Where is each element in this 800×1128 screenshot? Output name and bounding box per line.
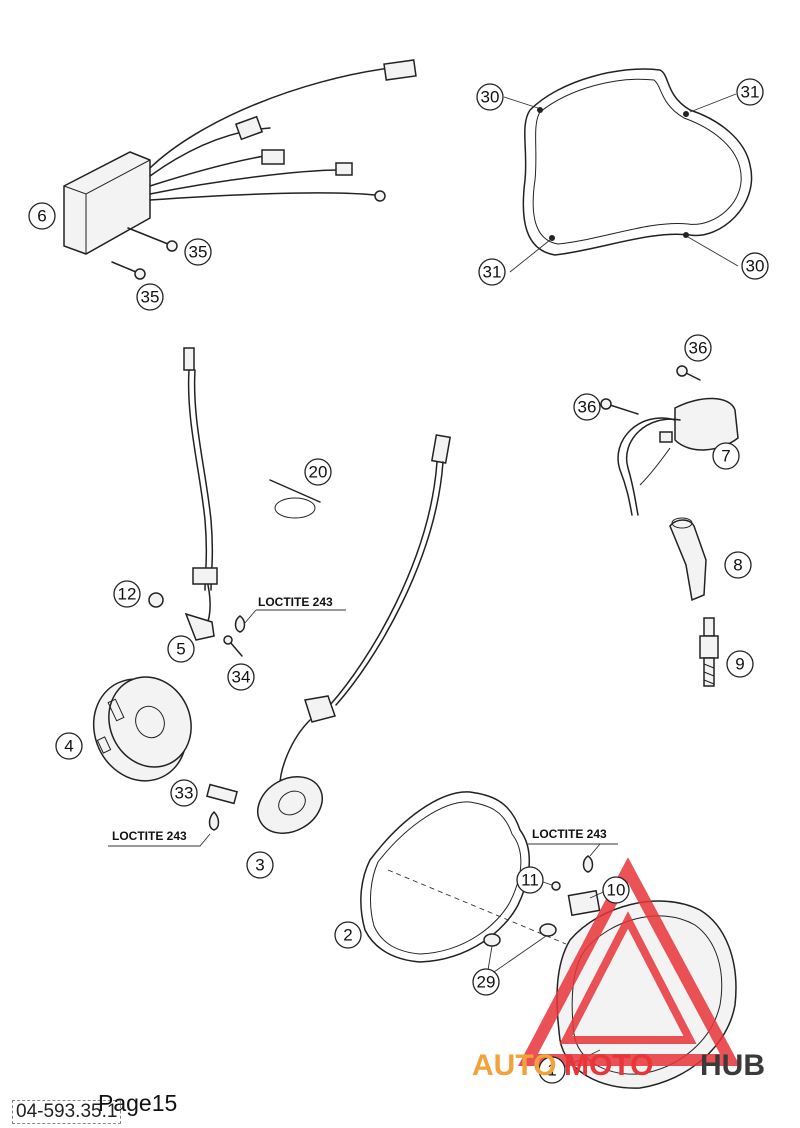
svg-text:31: 31	[741, 83, 760, 102]
callout-5: 5	[167, 635, 195, 663]
automotohub-watermark-logo	[518, 857, 741, 1066]
callout-29: 29	[472, 968, 500, 996]
callout-1: 1	[538, 1056, 566, 1084]
dowel-pins	[483, 923, 557, 973]
watermark-text: AUTO MOTO HUB	[472, 1049, 765, 1082]
svg-text:9: 9	[735, 655, 744, 674]
loctite-note-cover: LOCTITE 243	[532, 827, 607, 841]
callout-12: 12	[113, 580, 141, 608]
svg-text:34: 34	[232, 668, 251, 687]
svg-text:30: 30	[746, 257, 765, 276]
loctite-note-flywheel: LOCTITE 243	[112, 829, 187, 843]
svg-text:31: 31	[483, 263, 502, 282]
callout-20: 20	[304, 458, 332, 486]
callout-34: 34	[227, 663, 255, 691]
svg-text:12: 12	[118, 585, 137, 604]
svg-text:33: 33	[175, 784, 194, 803]
callout-33: 33	[170, 779, 198, 807]
callout-7: 7	[712, 442, 740, 470]
svg-text:35: 35	[141, 288, 160, 307]
callout-2: 2	[334, 921, 362, 949]
svg-text:2: 2	[343, 926, 352, 945]
svg-text:30: 30	[481, 88, 500, 107]
cdi-unit-assembly	[63, 59, 417, 280]
loctite-note-pickup: LOCTITE 243	[258, 595, 333, 609]
ignition-coil	[600, 365, 739, 516]
svg-text:11: 11	[521, 871, 539, 890]
callout-36-lower: 36	[573, 393, 601, 421]
pickup-assembly	[148, 347, 246, 657]
svg-text:5: 5	[176, 640, 185, 659]
svg-text:10: 10	[607, 881, 626, 900]
callout-4: 4	[55, 732, 83, 760]
callout-30-upper: 30	[476, 83, 504, 111]
callout-3: 3	[246, 851, 274, 879]
flywheel-nut-screw	[206, 783, 238, 831]
svg-text:35: 35	[189, 243, 208, 262]
cover-gasket	[360, 791, 567, 963]
svg-text:8: 8	[733, 556, 742, 575]
watermark-moto: MOTO	[564, 1049, 653, 1082]
svg-text:6: 6	[37, 207, 46, 226]
callout-35-upper: 35	[184, 238, 212, 266]
svg-text:29: 29	[477, 973, 496, 992]
cable-tie	[269, 479, 321, 519]
callout-10: 10	[602, 876, 630, 904]
svg-text:20: 20	[309, 463, 328, 482]
svg-text:36: 36	[689, 339, 708, 358]
stator-assembly	[257, 434, 452, 834]
page-label: Page15	[98, 1090, 178, 1116]
callout-36-upper: 36	[684, 334, 712, 362]
svg-text:3: 3	[255, 856, 264, 875]
callout-35-lower: 35	[136, 283, 164, 311]
svg-text:1: 1	[547, 1061, 556, 1080]
callout-8: 8	[724, 551, 752, 579]
callout-11: 11	[516, 866, 544, 894]
watermark-auto: AUTO	[472, 1049, 556, 1082]
callout-30-lower: 30	[741, 252, 769, 280]
flywheel	[92, 676, 192, 782]
document-code: 04-593.35.1	[12, 1100, 122, 1124]
callout-31-upper: 31	[736, 78, 764, 106]
spark-plug-cap	[669, 517, 707, 602]
callout-9: 9	[726, 650, 754, 678]
svg-text:36: 36	[578, 398, 597, 417]
spark-plug	[699, 617, 719, 687]
loctite-notes: LOCTITE 243 LOCTITE 243 LOCTITE 243	[108, 595, 618, 857]
svg-text:4: 4	[64, 737, 73, 756]
watermark-hub: HUB	[700, 1049, 765, 1082]
callout-31-lower: 31	[478, 258, 506, 286]
svg-text:7: 7	[721, 447, 730, 466]
ignition-cover-gasket	[503, 68, 753, 273]
callout-6: 6	[28, 202, 56, 230]
